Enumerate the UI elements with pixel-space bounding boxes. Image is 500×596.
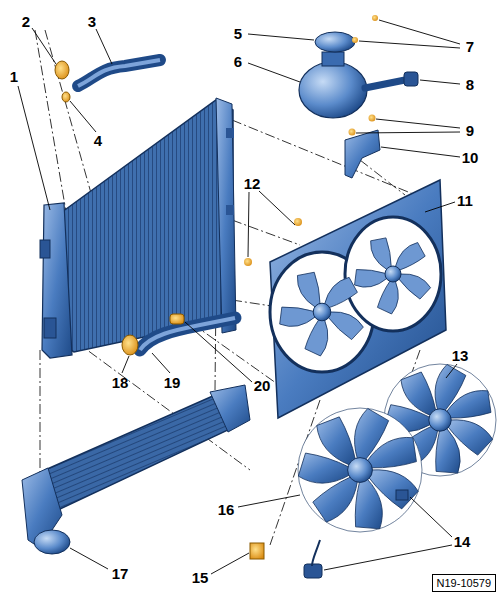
leader-line <box>324 545 452 570</box>
callout-number: 9 <box>466 123 474 138</box>
charge-air-cooler <box>22 385 250 554</box>
leader-line <box>425 202 455 212</box>
leader-line <box>70 548 108 569</box>
drawing-number-box: N19-10579 <box>432 574 496 592</box>
callout-number: 10 <box>462 150 479 165</box>
callout-number: 7 <box>466 39 474 54</box>
callout-number: 6 <box>234 54 242 69</box>
callout-number: 1 <box>10 69 18 84</box>
leader-line <box>238 495 300 507</box>
leader-line <box>446 364 457 378</box>
callout-number: 3 <box>88 14 96 29</box>
callout-number: 5 <box>234 26 242 41</box>
callout-number: 2 <box>22 14 30 29</box>
leader-line <box>152 353 170 373</box>
leader-line <box>248 192 249 257</box>
leader-line <box>70 101 96 132</box>
fan <box>355 238 431 314</box>
callout-number: 12 <box>244 176 261 191</box>
callout-number: 13 <box>452 348 469 363</box>
lower-hose <box>122 314 235 355</box>
callout-number: 16 <box>218 502 235 517</box>
leader-line <box>410 497 452 537</box>
leader-line <box>32 28 56 64</box>
leader-line <box>359 41 460 48</box>
leader-line <box>420 80 460 84</box>
callout-number: 18 <box>112 375 129 390</box>
leader-line <box>379 20 460 44</box>
callout-number: 14 <box>454 534 471 549</box>
fan-shroud <box>244 180 446 418</box>
radiator <box>40 98 236 358</box>
expansion-tank <box>299 15 418 178</box>
upper-hose <box>55 60 160 102</box>
leader-line <box>122 356 129 373</box>
drawing-number: N19-10579 <box>437 577 491 589</box>
leader-line <box>381 147 460 157</box>
callout-number: 11 <box>457 193 473 208</box>
leader-line <box>18 86 50 210</box>
leader-line <box>356 132 460 133</box>
callout-number: 17 <box>112 566 129 581</box>
connectors <box>250 490 408 578</box>
leader-line <box>185 322 252 382</box>
leader-line <box>259 191 295 225</box>
leader-line <box>248 63 300 82</box>
callout-number: 15 <box>192 570 209 585</box>
assembly-line <box>35 30 440 545</box>
callout-number: 8 <box>466 77 474 92</box>
leader-lines <box>18 20 460 574</box>
fan <box>280 272 364 356</box>
callout-number: 19 <box>164 375 181 390</box>
leader-line <box>376 119 460 128</box>
callout-number: 4 <box>94 133 102 148</box>
fan <box>298 408 422 532</box>
leader-line <box>211 553 249 574</box>
leader-line <box>248 34 314 40</box>
callout-number: 20 <box>254 378 271 393</box>
leader-line <box>96 29 112 64</box>
